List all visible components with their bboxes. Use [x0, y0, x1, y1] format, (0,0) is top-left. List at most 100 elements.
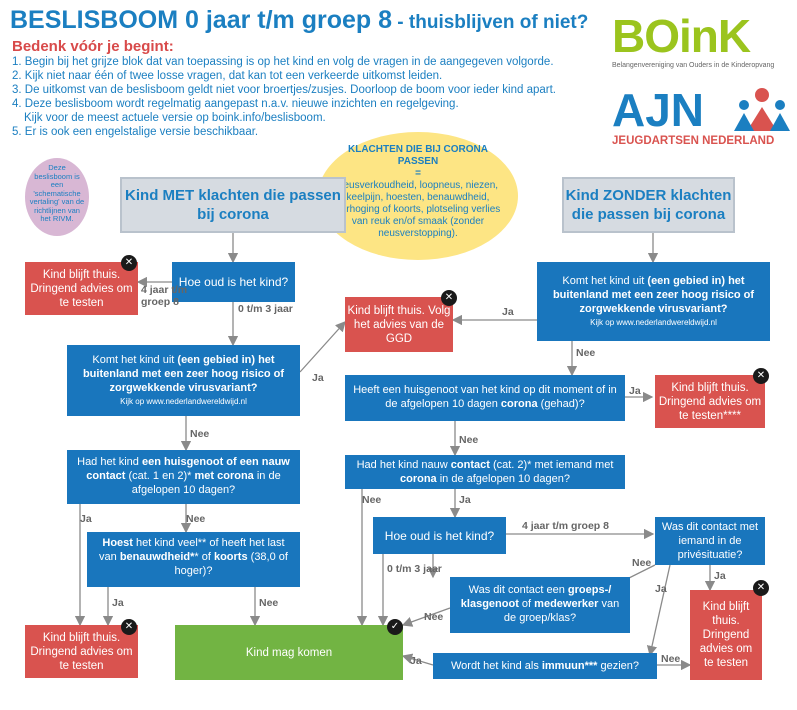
- right-group-c: of: [518, 598, 535, 610]
- symptoms-eq: =: [415, 168, 421, 179]
- ajn-logo-text: AJN: [612, 84, 705, 136]
- intro-heading: Bedenk vóór je begint:: [12, 38, 174, 55]
- close-icon: ✕: [753, 368, 769, 384]
- left-contact-d: met corona: [194, 470, 254, 482]
- edge-label-age-4: 4 jaar t/m groep 8: [522, 520, 609, 532]
- left-age-question: Hoe oud is het kind?: [172, 262, 295, 302]
- start-without-symptoms: Kind ZONDER klachten die passen bij coro…: [562, 177, 735, 233]
- intro-line: 5. Er is ook een engelstalige versie bes…: [12, 126, 259, 138]
- edge-label-nee: Nee: [661, 653, 681, 665]
- edge-label-ja: Ja: [502, 306, 514, 318]
- right-high-risk-a: Komt het kind uit: [562, 274, 648, 287]
- close-icon: ✕: [753, 580, 769, 596]
- stay-home-ggd: Kind blijft thuis. Volg het advies van d…: [345, 297, 453, 352]
- left-cough-c: benauwdheid*: [119, 551, 195, 563]
- boink-tagline: Belangenvereniging van Ouders in de Kind…: [612, 62, 775, 69]
- outcome-may-come: Kind mag komen: [175, 625, 403, 680]
- left-high-risk-note: Kijk op www.nederlandwereldwijd.nl: [120, 396, 247, 406]
- left-cough-b: het kind veel** of heeft het last van: [99, 537, 285, 563]
- left-contact-b: een huisgenoot of een nauw contact: [86, 456, 290, 482]
- left-contact-c: (cat. 1 en 2)*: [125, 470, 195, 482]
- ajn-logo: AJN JEUGDARTSEN NEDERLAND: [612, 85, 792, 155]
- right-stay-home-test-3: Kind blijft thuis. Dringend advies om te…: [655, 375, 765, 428]
- edge-label-age-4: 4 jaar t/m groep 8: [141, 284, 188, 308]
- edge-label-ja: Ja: [459, 494, 471, 506]
- right-group-question: Was dit contact een groeps-/ klasgenoot …: [450, 577, 630, 633]
- left-contact-question: Had het kind een huisgenoot of een nauw …: [67, 450, 300, 504]
- edge-label-ja: Ja: [629, 385, 641, 397]
- right-high-risk-note: Kijk op www.nederlandwereldwijd.nl: [590, 317, 717, 327]
- right-stay-home-test-4: Kind blijft thuis. Dringend advies om te…: [690, 590, 762, 680]
- right-group-b: groeps-/ klasgenoot: [460, 584, 612, 610]
- right-immune-a: Wordt het kind als: [450, 660, 539, 672]
- right-housemate-b: corona: [500, 398, 538, 410]
- intro-line: 1. Begin bij het grijze blok dat van toe…: [12, 56, 554, 68]
- edge-label-ja: Ja: [410, 655, 422, 667]
- left-cough-f: (38,0 of hoger)?: [174, 551, 288, 577]
- left-stay-home-test-2: Kind blijft thuis. Dringend advies om te…: [25, 625, 138, 678]
- right-immune-question: Wordt het kind als immuun*** gezien?: [433, 653, 657, 679]
- start-with-symptoms: Kind MET klachten die passen bij corona: [120, 177, 346, 233]
- symptoms-ellipse: KLACHTEN DIE BIJ CORONA PASSEN = neusver…: [318, 132, 518, 260]
- left-cough-e: koorts: [213, 551, 248, 563]
- symptoms-body: neusverkoudheid, loopneus, niezen, keelp…: [335, 180, 501, 239]
- edge-label-nee: Nee: [632, 557, 652, 569]
- edge-label-age-0: 0 t/m 3 jaar: [238, 303, 293, 315]
- left-contact-a: Had het kind: [77, 456, 142, 468]
- edge-label-nee: Nee: [424, 611, 444, 623]
- right-contact-question: Had het kind nauw contact (cat. 2)* met …: [345, 455, 625, 489]
- right-age-question: Hoe oud is het kind?: [373, 517, 506, 554]
- symptoms-title: KLACHTEN DIE BIJ CORONA PASSEN: [347, 144, 488, 167]
- boink-logo: BOinK Belangenvereniging van Ouders in d…: [612, 10, 792, 85]
- right-housemate-a: Heeft een huisgenoot van het kind op dit…: [353, 384, 617, 410]
- edge-label-ja: Ja: [80, 513, 92, 525]
- right-high-risk-b: (een gebied in) het buitenland met een z…: [552, 274, 755, 315]
- intro-line: 4. Deze beslisboom wordt regelmatig aang…: [12, 98, 459, 110]
- left-cough-d: * of: [194, 551, 214, 563]
- rivm-note: Deze beslisboom is een 'schematische ver…: [25, 158, 89, 236]
- edge-label-ja: Ja: [655, 583, 667, 595]
- left-high-risk-b: (een gebied in) het buitenland met een z…: [82, 353, 285, 394]
- intro-line: Kijk voor de meest actuele versie op boi…: [24, 112, 326, 124]
- intro-line: 2. Kijk niet naar één of twee losse vrag…: [12, 70, 443, 82]
- right-contact-c: (cat. 2)* met iemand met: [489, 459, 614, 471]
- check-icon: ✓: [387, 619, 403, 635]
- edge-label-ja: Ja: [312, 372, 324, 384]
- edge-label-nee: Nee: [362, 494, 382, 506]
- right-contact-d: corona: [399, 473, 437, 485]
- right-housemate-c: (gehad)?: [537, 398, 585, 410]
- edge-label-ja: Ja: [714, 570, 726, 582]
- right-contact-b: contact: [450, 459, 490, 471]
- edge-label-nee: Nee: [459, 434, 479, 446]
- boink-logo-text: BOinK: [612, 10, 751, 62]
- edge-label-nee: Nee: [186, 513, 206, 525]
- right-contact-a: Had het kind nauw: [356, 459, 451, 471]
- page-title: BESLISBOOM 0 jaar t/m groep 8 - thuisbli…: [10, 6, 588, 35]
- left-cough-question: Hoest het kind veel** of heeft het last …: [87, 532, 300, 587]
- edge-label-ja: Ja: [112, 597, 124, 609]
- edge-label-nee: Nee: [259, 597, 279, 609]
- left-stay-home-test-1: Kind blijft thuis. Dringend advies om te…: [25, 262, 138, 315]
- right-housemate-question: Heeft een huisgenoot van het kind op dit…: [345, 375, 625, 421]
- title-main: BESLISBOOM 0 jaar t/m groep 8: [10, 6, 393, 34]
- left-cough-a: Hoest: [102, 537, 133, 549]
- close-icon: ✕: [121, 619, 137, 635]
- right-immune-c: gezien?: [600, 660, 639, 672]
- close-icon: ✕: [121, 255, 137, 271]
- left-high-risk-a: Komt het kind uit: [92, 353, 178, 366]
- ajn-tagline: JEUGDARTSEN NEDERLAND: [612, 135, 775, 147]
- intro-list: 1. Begin bij het grijze blok dat van toe…: [12, 55, 612, 139]
- right-group-a: Was dit contact een: [468, 584, 568, 596]
- right-immune-b: immuun***: [541, 660, 598, 672]
- edge-label-nee: Nee: [190, 428, 210, 440]
- close-icon: ✕: [441, 290, 457, 306]
- edge-label-age-0: 0 t/m 3 jaar: [387, 563, 442, 575]
- right-private-question: Was dit contact met iemand in de privési…: [655, 517, 765, 565]
- left-contact-e: in de afgelopen 10 dagen?: [131, 470, 281, 496]
- edge-label-nee: Nee: [576, 347, 596, 359]
- right-group-d: medewerker: [534, 598, 599, 610]
- right-high-risk-question: Komt het kind uit (een gebied in) het bu…: [537, 262, 770, 341]
- title-sub: - thuisblijven of niet?: [392, 12, 589, 33]
- right-contact-e: in de afgelopen 10 dagen?: [436, 473, 571, 485]
